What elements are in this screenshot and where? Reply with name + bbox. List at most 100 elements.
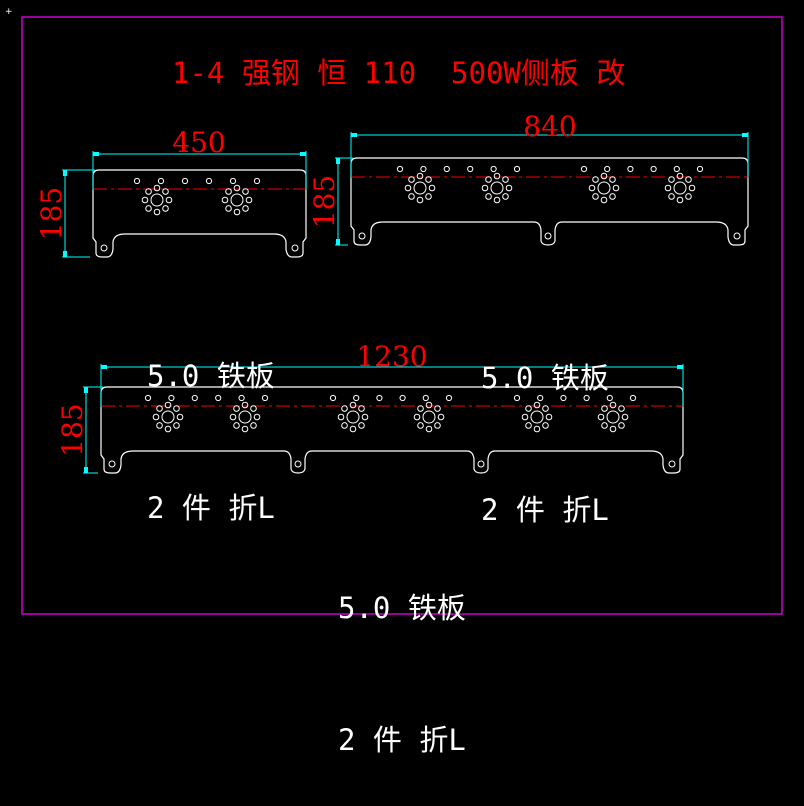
led-screw-hole	[358, 422, 365, 429]
led-screw-hole	[241, 425, 249, 433]
led-screw-hole	[242, 188, 249, 195]
vent-hole	[443, 165, 450, 173]
panel-2-note: 5.0 铁板 2 件 折L	[481, 268, 609, 576]
mounting-hole	[358, 232, 366, 240]
led-screw-hole	[162, 205, 169, 212]
led-screw-hole	[245, 196, 253, 204]
height-label: 185	[308, 175, 341, 228]
mounting-hole	[108, 460, 116, 468]
led-screw-hole	[250, 422, 257, 429]
vent-hole	[376, 394, 383, 402]
vent-hole	[238, 394, 245, 402]
vent-hole	[604, 165, 611, 173]
vent-hole	[191, 394, 198, 402]
led-screw-hole	[173, 405, 180, 412]
led-center-hole	[606, 410, 620, 424]
led-screw-hole	[588, 184, 596, 192]
led-screw-hole	[592, 193, 599, 200]
led-screw-hole	[156, 422, 163, 429]
arrow-tick-icon	[677, 365, 683, 369]
led-screw-hole	[349, 401, 357, 409]
led-screw-hole	[668, 193, 675, 200]
led-screw-hole	[664, 184, 672, 192]
vent-hole	[629, 394, 637, 402]
vent-hole	[606, 394, 613, 402]
vent-hole	[673, 165, 680, 173]
vent-hole	[399, 394, 406, 402]
led-screw-hole	[358, 405, 365, 412]
panel-2	[350, 157, 749, 246]
led-screw-hole	[493, 196, 501, 204]
led-screw-hole	[416, 172, 424, 180]
led-center-hole	[530, 410, 544, 424]
led-screw-hole	[233, 184, 241, 192]
led-screw-hole	[505, 184, 513, 192]
panel-3-note: 5.0 铁板 2 件 折L	[338, 498, 466, 806]
led-center-hole	[413, 181, 427, 195]
mounting-hole	[477, 460, 485, 468]
led-screw-hole	[621, 413, 629, 421]
vent-hole	[490, 165, 497, 173]
vent-hole	[133, 177, 141, 185]
vent-hole	[144, 394, 152, 402]
led-center-hole	[422, 410, 436, 424]
vent-hole	[445, 394, 453, 402]
vent-hole	[583, 394, 590, 402]
mounting-hole	[668, 460, 676, 468]
led-screw-hole	[417, 422, 424, 429]
led-screw-hole	[341, 405, 348, 412]
led-screw-hole	[349, 425, 357, 433]
led-screw-hole	[685, 176, 692, 183]
mounting-hole	[294, 460, 302, 468]
led-screw-hole	[341, 422, 348, 429]
panel-1	[92, 169, 307, 258]
vent-hole	[396, 165, 404, 173]
led-screw-hole	[361, 413, 369, 421]
led-screw-hole	[176, 413, 184, 421]
led-center-hole	[490, 181, 504, 195]
led-screw-hole	[434, 422, 441, 429]
led-screw-hole	[434, 405, 441, 412]
led-screw-hole	[685, 193, 692, 200]
led-screw-hole	[416, 196, 424, 204]
led-screw-hole	[153, 184, 161, 192]
panel-3	[100, 386, 684, 474]
led-screw-hole	[162, 188, 169, 195]
led-screw-hole	[253, 413, 261, 421]
arrow-tick-icon	[742, 133, 748, 137]
vent-hole	[229, 177, 237, 185]
led-screw-hole	[141, 196, 149, 204]
arrow-tick-icon	[351, 133, 357, 137]
vent-hole	[205, 177, 213, 185]
height-label: 185	[35, 187, 68, 240]
vent-hole	[353, 394, 360, 402]
led-screw-hole	[425, 193, 432, 200]
led-screw-hole	[545, 413, 553, 421]
panel-2-quantity: 2 件 折L	[481, 493, 609, 527]
arrow-tick-icon	[300, 152, 306, 156]
arrow-tick-icon	[93, 152, 99, 156]
led-screw-hole	[676, 196, 684, 204]
led-screw-hole	[597, 413, 605, 421]
led-screw-hole	[609, 425, 617, 433]
led-screw-hole	[425, 425, 433, 433]
vent-hole	[537, 394, 544, 402]
vent-hole	[329, 394, 337, 402]
panel-1-material: 5.0 铁板	[147, 359, 275, 393]
arrow-tick-icon	[336, 158, 340, 164]
led-screw-hole	[676, 172, 684, 180]
led-screw-hole	[502, 193, 509, 200]
led-screw-hole	[525, 422, 532, 429]
vent-hole	[513, 165, 521, 173]
led-screw-hole	[408, 176, 415, 183]
led-screw-hole	[437, 413, 445, 421]
led-screw-hole	[618, 422, 625, 429]
height-label: 185	[56, 403, 89, 456]
led-screw-hole	[153, 208, 161, 216]
led-screw-hole	[152, 413, 160, 421]
led-screw-hole	[542, 422, 549, 429]
panel-2-material: 5.0 铁板	[481, 361, 609, 395]
led-screw-hole	[241, 401, 249, 409]
